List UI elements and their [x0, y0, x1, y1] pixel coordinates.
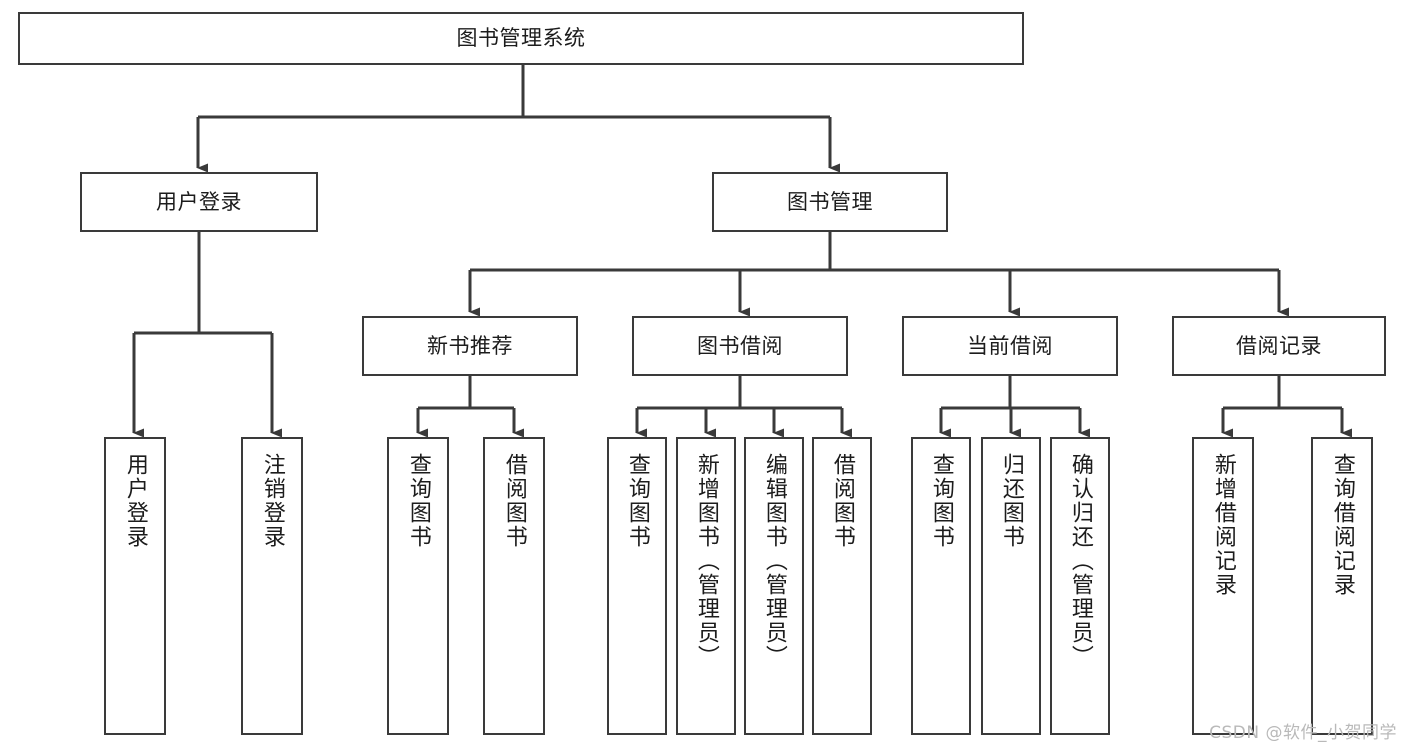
node-leaf-query-book-rec-label: 查询图书	[405, 453, 431, 549]
node-book-manage-label: 图书管理	[787, 189, 873, 214]
node-leaf-user-logout[interactable]: 注销登录	[241, 437, 303, 735]
node-leaf-query-borrow-record[interactable]: 查询借阅记录	[1311, 437, 1373, 735]
node-user-login[interactable]: 用户登录	[80, 172, 318, 232]
node-leaf-confirm-return-admin-label: 确认归还（管理员）	[1067, 453, 1093, 669]
node-leaf-add-book-admin-label: 新增图书（管理员）	[693, 453, 719, 669]
node-book-borrow-label: 图书借阅	[697, 333, 783, 358]
node-leaf-borrow-book-rec[interactable]: 借阅图书	[483, 437, 545, 735]
node-borrow-record[interactable]: 借阅记录	[1172, 316, 1386, 376]
node-leaf-query-book-borrow[interactable]: 查询图书	[607, 437, 667, 735]
node-leaf-return-book-label: 归还图书	[998, 453, 1024, 549]
node-leaf-borrow-book-rec-label: 借阅图书	[501, 453, 527, 549]
node-leaf-add-borrow-record[interactable]: 新增借阅记录	[1192, 437, 1254, 735]
node-leaf-edit-book-admin-label: 编辑图书（管理员）	[761, 453, 787, 669]
node-current-borrow-label: 当前借阅	[967, 333, 1053, 358]
node-leaf-borrow-book[interactable]: 借阅图书	[812, 437, 872, 735]
node-root-label: 图书管理系统	[456, 26, 586, 51]
csdn-watermark: CSDN @软件_小贺同学	[1209, 723, 1397, 743]
node-user-login-label: 用户登录	[156, 189, 242, 214]
node-leaf-query-book-current[interactable]: 查询图书	[911, 437, 971, 735]
node-leaf-add-borrow-record-label: 新增借阅记录	[1210, 453, 1236, 597]
node-leaf-return-book[interactable]: 归还图书	[981, 437, 1041, 735]
node-book-manage[interactable]: 图书管理	[712, 172, 948, 232]
node-leaf-borrow-book-label: 借阅图书	[829, 453, 855, 549]
node-leaf-query-borrow-record-label: 查询借阅记录	[1329, 453, 1355, 597]
node-leaf-query-book-borrow-label: 查询图书	[624, 453, 650, 549]
node-new-book-recommend-label: 新书推荐	[427, 333, 513, 358]
node-leaf-user-login-label: 用户登录	[122, 453, 148, 549]
node-book-borrow[interactable]: 图书借阅	[632, 316, 848, 376]
node-leaf-user-login[interactable]: 用户登录	[104, 437, 166, 735]
node-leaf-query-book-rec[interactable]: 查询图书	[387, 437, 449, 735]
node-leaf-confirm-return-admin[interactable]: 确认归还（管理员）	[1050, 437, 1110, 735]
node-new-book-recommend[interactable]: 新书推荐	[362, 316, 578, 376]
node-leaf-user-logout-label: 注销登录	[259, 453, 285, 549]
node-leaf-add-book-admin[interactable]: 新增图书（管理员）	[676, 437, 736, 735]
node-root[interactable]: 图书管理系统	[18, 12, 1024, 65]
node-current-borrow[interactable]: 当前借阅	[902, 316, 1118, 376]
node-leaf-query-book-current-label: 查询图书	[928, 453, 954, 549]
node-leaf-edit-book-admin[interactable]: 编辑图书（管理员）	[744, 437, 804, 735]
node-borrow-record-label: 借阅记录	[1236, 333, 1322, 358]
